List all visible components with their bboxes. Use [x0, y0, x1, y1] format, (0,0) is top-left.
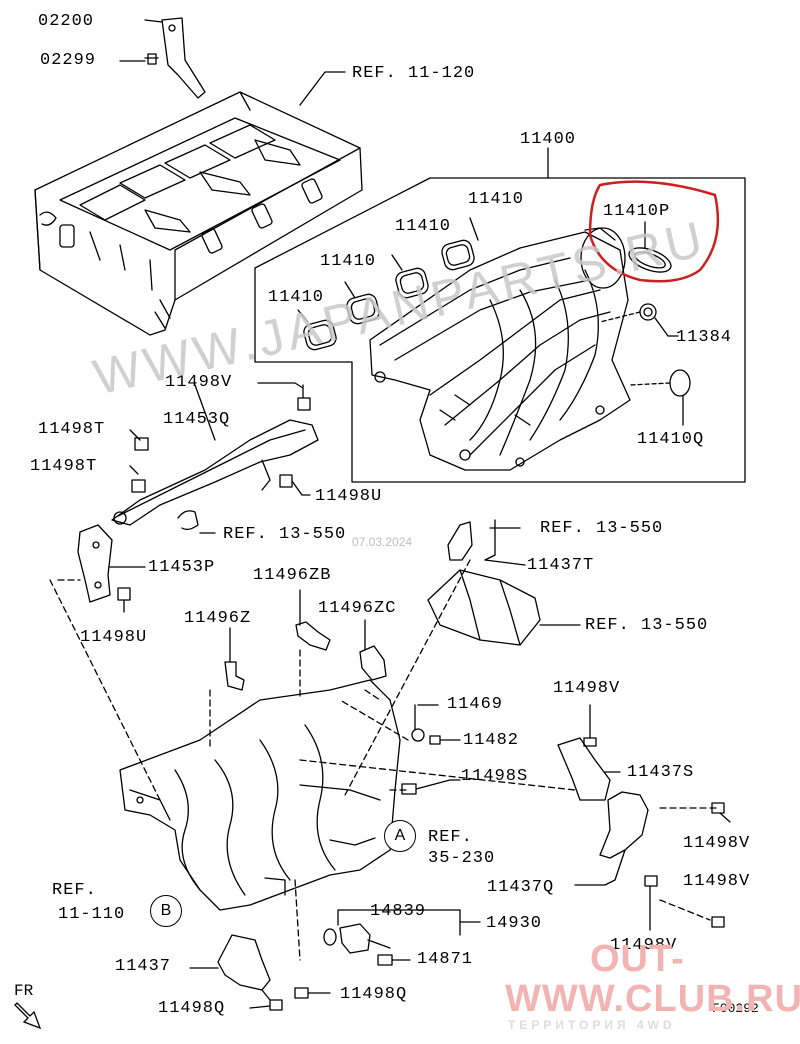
gasket-11410-3	[395, 267, 429, 299]
label-11498T-a: 11498T	[38, 420, 106, 439]
watermark-date: 07.03.2024	[352, 535, 413, 549]
label-11469: 11469	[447, 695, 504, 714]
label-11498U-top: 11498U	[315, 487, 383, 506]
label-ref-13-550-c: REF. 13-550	[585, 616, 709, 635]
label-11453Q: 11453Q	[163, 410, 231, 429]
label-ref-13-550-b: REF. 13-550	[540, 519, 664, 538]
label-11498Q-b: 11498Q	[158, 999, 226, 1018]
cylinder-head	[34, 91, 363, 336]
front-label: FR	[14, 982, 34, 1000]
label-02299: 02299	[40, 51, 97, 70]
label-11437Q: 11437Q	[487, 878, 555, 897]
brand-logo-line1: OUT-	[590, 938, 685, 980]
label-02200: 02200	[38, 12, 95, 31]
label-14871: 14871	[417, 950, 474, 969]
bracket-11437Q	[574, 791, 649, 886]
label-ref-11-120: REF. 11-120	[352, 64, 476, 83]
label-11400: 11400	[520, 130, 577, 149]
bracket-02200	[144, 17, 206, 99]
plug-11384	[599, 303, 679, 337]
seal-11410Q	[629, 369, 691, 426]
bracket-11437T	[447, 519, 526, 566]
label-11410-d: 11410	[268, 288, 325, 307]
pipe-11453Q	[111, 384, 319, 526]
label-11410P: 11410P	[603, 202, 671, 221]
bracket-11437S	[557, 704, 621, 801]
bracket-11453P	[77, 524, 146, 603]
label-11498T-b: 11498T	[30, 457, 98, 476]
gasket-11410-1	[303, 319, 337, 351]
gasket-11410-4	[441, 239, 475, 271]
label-11410Q: 11410Q	[637, 430, 705, 449]
label-14839: 14839	[370, 902, 427, 921]
label-ref-35-230-a: REF.	[428, 828, 473, 847]
sensor-14930	[323, 909, 481, 966]
label-ref-11-110-b: 11-110	[58, 905, 126, 924]
label-ref-11-110-a: REF.	[52, 881, 97, 900]
label-11498V-bottom: 11498V	[610, 936, 678, 955]
seal-11410P	[628, 221, 672, 273]
label-ref-35-230-b: 35-230	[428, 849, 496, 868]
label-11437S: 11437S	[627, 763, 695, 782]
intake-manifold-11400	[369, 227, 631, 471]
clip-11496ZB	[295, 589, 331, 651]
label-11482: 11482	[463, 731, 520, 750]
bolt-02299	[119, 53, 159, 65]
label-11498V-top: 11498V	[165, 373, 233, 392]
figure-code: F00292	[712, 1001, 759, 1016]
brand-logo-subtitle: ТЕРРИТОРИЯ 4WD	[508, 1018, 676, 1032]
label-11496ZB: 11496ZB	[253, 566, 332, 585]
front-arrow-icon	[14, 1002, 42, 1030]
intake-manifold-lower	[119, 679, 401, 911]
duct-13-550	[427, 569, 581, 646]
reference-marker-b: B	[150, 895, 182, 927]
label-ref-13-550-a: REF. 13-550	[223, 525, 347, 544]
label-11498S: 11498S	[461, 767, 529, 786]
gasket-11410-2	[346, 293, 380, 325]
bracket-11437	[189, 934, 271, 1001]
label-11437T: 11437T	[527, 556, 595, 575]
bolt-11498V-top	[257, 382, 311, 411]
label-11437: 11437	[115, 957, 172, 976]
label-11410-a: 11410	[468, 190, 525, 209]
label-11498Q-a: 11498Q	[340, 985, 408, 1004]
clip-11496ZC	[359, 619, 387, 681]
reference-marker-a: A	[384, 820, 416, 852]
label-11410-c: 11410	[320, 252, 377, 271]
label-11496ZC: 11496ZC	[318, 599, 397, 618]
label-11496Z: 11496Z	[184, 609, 252, 628]
highlight-circle	[588, 180, 720, 283]
label-14930: 14930	[486, 914, 543, 933]
label-11410-b: 11410	[395, 217, 452, 236]
label-11384: 11384	[676, 328, 733, 347]
label-11498V-mid: 11498V	[553, 679, 621, 698]
label-11498V-r2: 11498V	[683, 872, 751, 891]
brand-logo-line2: WWW.CLUB.RU	[505, 978, 800, 1020]
label-11498U-bottom: 11498U	[80, 628, 148, 647]
label-11498V-r1: 11498V	[683, 834, 751, 853]
label-11453P: 11453P	[148, 558, 216, 577]
clip-11496Z	[224, 627, 245, 691]
